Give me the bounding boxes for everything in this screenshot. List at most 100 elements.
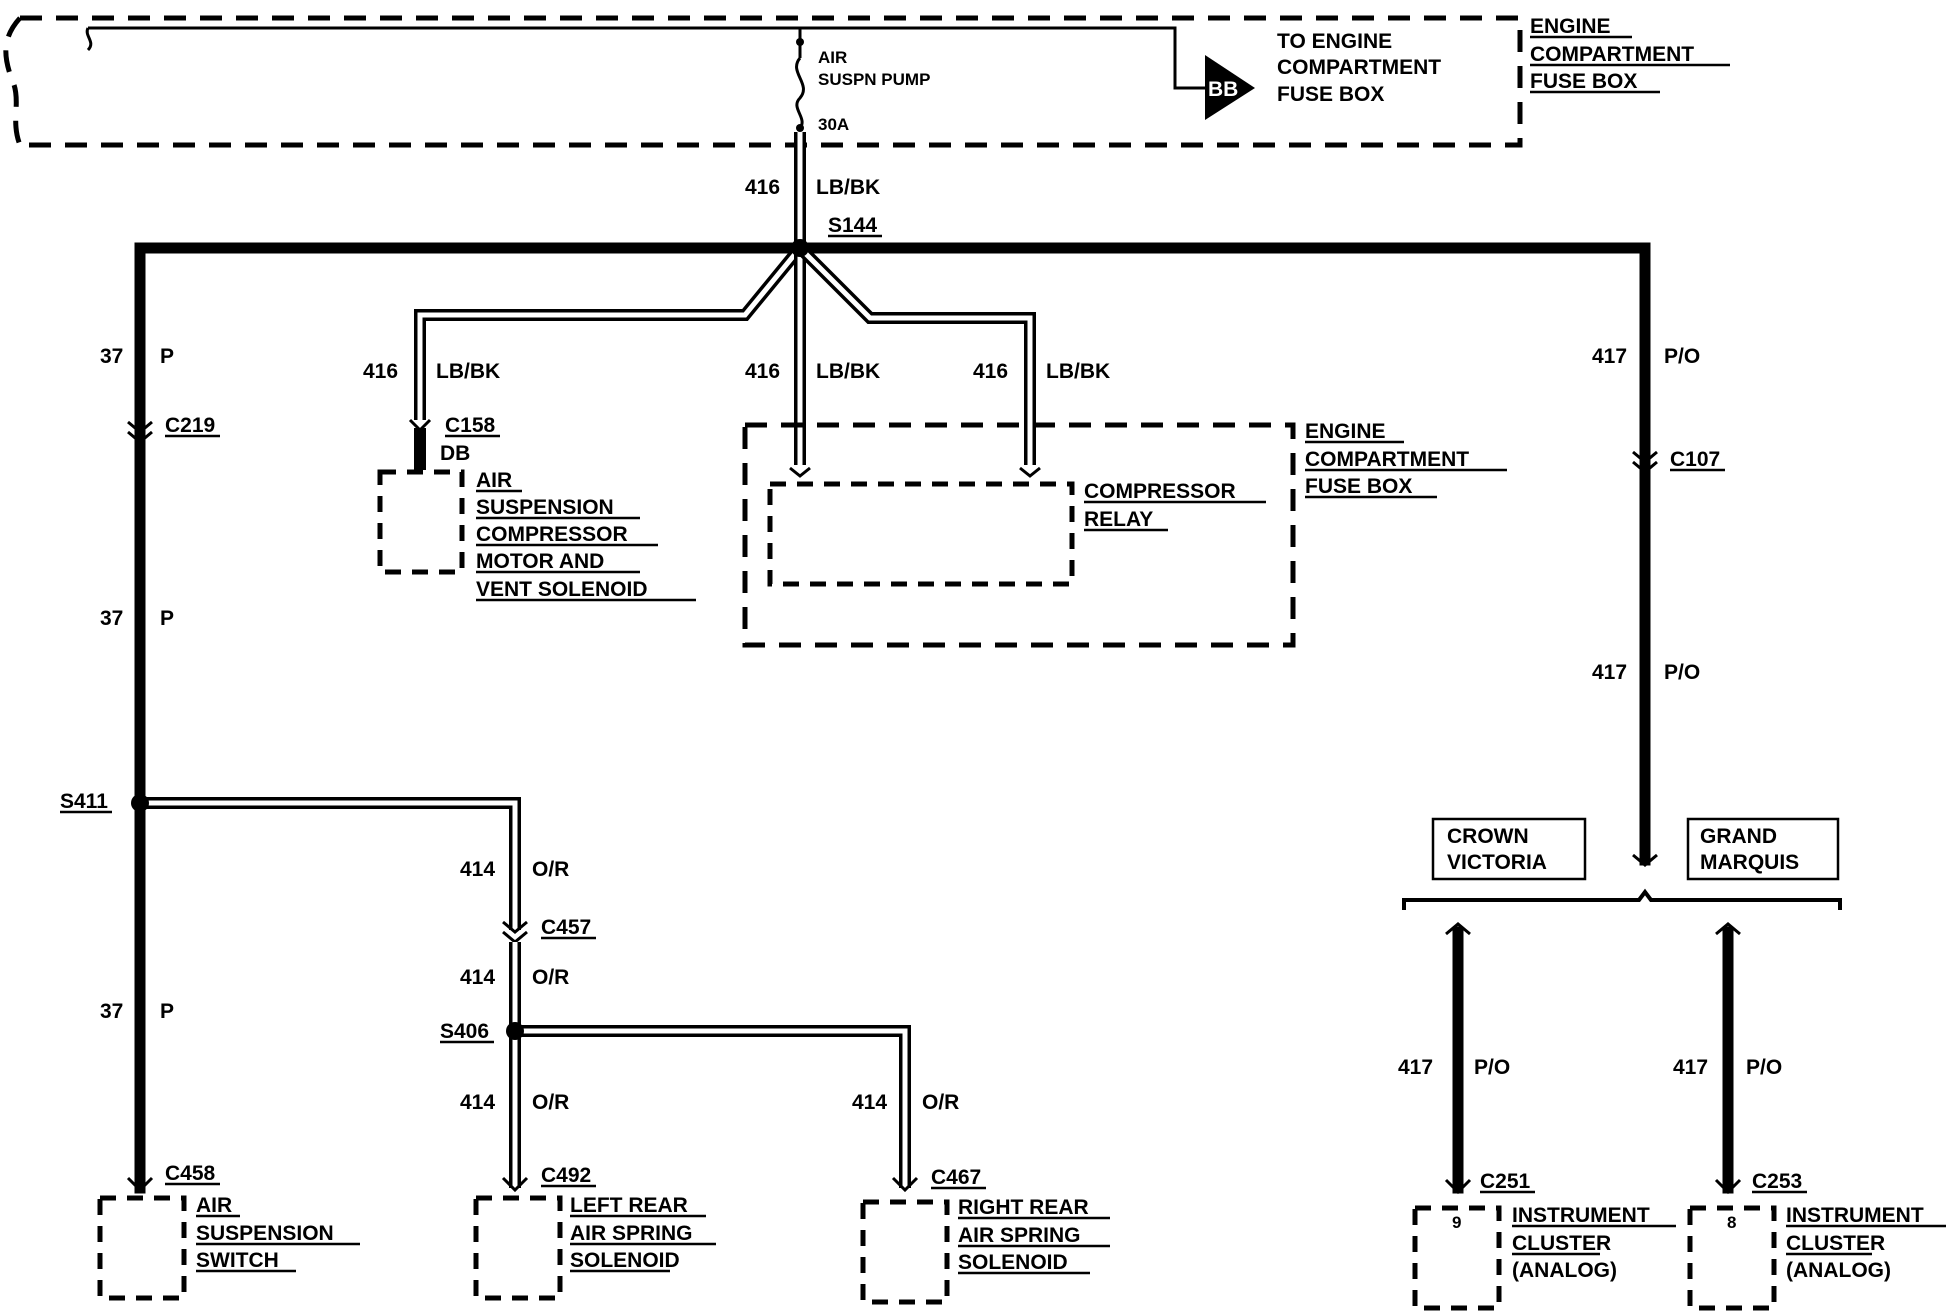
fuse-terminal-bottom [796,124,804,132]
connector-c467: C467 [891,1166,986,1193]
splice-s406-label: S406 [440,1020,489,1043]
relay-terminal-right [1019,466,1041,478]
wire-414-upper [140,797,521,930]
svg-text:RELAY: RELAY [1084,508,1153,531]
wire-416-mid-number: 416 [745,360,780,383]
fuse-box-title-line-1: ENGINE [1530,15,1611,38]
wire-417-b-number: 417 [1592,661,1627,684]
feed-line-hook [85,27,93,52]
wire-417-cv-color: P/O [1474,1056,1510,1079]
left-rear-solenoid-box [473,1195,563,1301]
compressor-motor-box [377,469,465,575]
wire-37-a-color: P [160,345,174,368]
compressor-relay-box [767,481,1075,587]
wire-414-a-number: 414 [460,858,495,881]
svg-text:SWITCH: SWITCH [196,1249,279,1272]
wire-417-a-color: P/O [1664,345,1700,368]
wire-417-trunk [794,242,1651,866]
wire-417-end-arrow [1632,853,1658,867]
svg-text:CLUSTER: CLUSTER [1786,1232,1885,1255]
splice-s144-label: S144 [828,214,877,237]
svg-text:MOTOR AND: MOTOR AND [476,550,604,573]
splice-s411-label: S411 [60,790,108,813]
wire-417-b-color: P/O [1664,661,1700,684]
svg-text:AIR: AIR [196,1194,232,1217]
relay-terminal-left [789,466,811,478]
fuse-rating: 30A [818,115,849,134]
crown-victoria-line-1: CROWN [1447,825,1529,848]
svg-text:AIR SPRING: AIR SPRING [958,1224,1081,1247]
wire-417-gm-color: P/O [1746,1056,1782,1079]
svg-text:RIGHT REAR: RIGHT REAR [958,1196,1089,1219]
svg-text:SOLENOID: SOLENOID [570,1249,680,1272]
top-fuse-box-region: BB AIR SUSPN PUMP 30A TO ENGINE COMPARTM… [3,15,1730,148]
svg-text:CLUSTER: CLUSTER [1512,1232,1611,1255]
wire-414-d-color: O/R [922,1091,959,1114]
svg-text:LEFT REAR: LEFT REAR [570,1194,688,1217]
svg-text:C458: C458 [165,1162,216,1185]
wire-37-trunk [134,242,806,1194]
svg-text:COMPRESSOR: COMPRESSOR [476,523,628,546]
connector-c492: C492 [501,1164,596,1193]
right-rear-solenoid-box [860,1199,950,1305]
svg-text:VENT SOLENOID: VENT SOLENOID [476,578,648,601]
wire-414-a-color: O/R [532,858,569,881]
splice-s406 [506,1022,524,1040]
wire-414-lower [509,942,911,1188]
engine-fuse-box-label: ENGINE COMPARTMENT FUSE BOX [1305,420,1507,499]
connector-c219: C219 [127,414,220,444]
to-engine-line-1: TO ENGINE [1277,30,1392,53]
svg-text:C492: C492 [541,1164,591,1187]
connector-c253: C253 [1752,1170,1807,1194]
connector-c107: C107 [1632,448,1725,474]
wire-37-c-number: 37 [100,1000,123,1023]
wire-37-b-color: P [160,607,174,630]
wire-416-top-color: LB/BK [816,176,880,199]
svg-text:C219: C219 [165,414,215,437]
crown-victoria-line-2: VICTORIA [1447,851,1547,874]
wire-414-c-color: O/R [532,1091,569,1114]
svg-text:C107: C107 [1670,448,1720,471]
svg-text:SUSPENSION: SUSPENSION [196,1222,334,1245]
svg-text:AIR: AIR [476,469,512,492]
grand-marquis-variant-box [1686,817,1840,881]
fuse-element [795,57,805,129]
connector-c158-color: DB [440,442,470,465]
wire-414-d-number: 414 [852,1091,887,1114]
wire-37-a-number: 37 [100,345,123,368]
svg-text:C251: C251 [1480,1170,1531,1193]
svg-text:INSTRUMENT: INSTRUMENT [1512,1204,1650,1227]
svg-text:COMPRESSOR: COMPRESSOR [1084,480,1236,503]
cluster-gm-box [1687,1205,1777,1311]
cluster-gm-pin: 8 [1727,1213,1736,1232]
air-suspension-switch-box [97,1195,187,1301]
cluster-cv-pin: 9 [1452,1213,1461,1232]
svg-text:AIR SPRING: AIR SPRING [570,1222,693,1245]
left-rear-solenoid-label: LEFT REAR AIR SPRING SOLENOID [570,1194,716,1273]
right-rear-solenoid-label: RIGHT REAR AIR SPRING SOLENOID [958,1196,1110,1275]
wire-417-cv-number: 417 [1398,1056,1433,1079]
svg-text:SUSPENSION: SUSPENSION [476,496,614,519]
wire-416-left-number: 416 [363,360,398,383]
wire-416-left-color: LB/BK [436,360,500,383]
splice-s144 [791,239,809,257]
wire-416-top-number: 416 [745,176,780,199]
connector-c251: C251 [1480,1170,1535,1194]
cluster-gm-label: INSTRUMENT CLUSTER (ANALOG) [1786,1204,1946,1282]
fuse-terminal-top [796,38,804,46]
cluster-cv-box [1412,1205,1502,1311]
to-engine-line-3: FUSE BOX [1277,83,1384,106]
wire-37-c-color: P [160,1000,174,1023]
wire-417-crown-victoria [1444,922,1472,1195]
wire-417-grand-marquis [1714,922,1742,1195]
cluster-cv-label: INSTRUMENT CLUSTER (ANALOG) [1512,1204,1676,1282]
air-suspension-switch-label: AIR SUSPENSION SWITCH [196,1194,360,1273]
fuse-name-line-1: AIR [818,48,847,67]
svg-text:(ANALOG): (ANALOG) [1512,1259,1617,1282]
wire-417-gm-number: 417 [1673,1056,1708,1079]
engine-fuse-box-outline [742,422,1296,648]
wire-414-b-color: O/R [532,966,569,989]
svg-text:C457: C457 [541,916,591,939]
wire-416-right-color: LB/BK [1046,360,1110,383]
svg-text:INSTRUMENT: INSTRUMENT [1786,1204,1924,1227]
